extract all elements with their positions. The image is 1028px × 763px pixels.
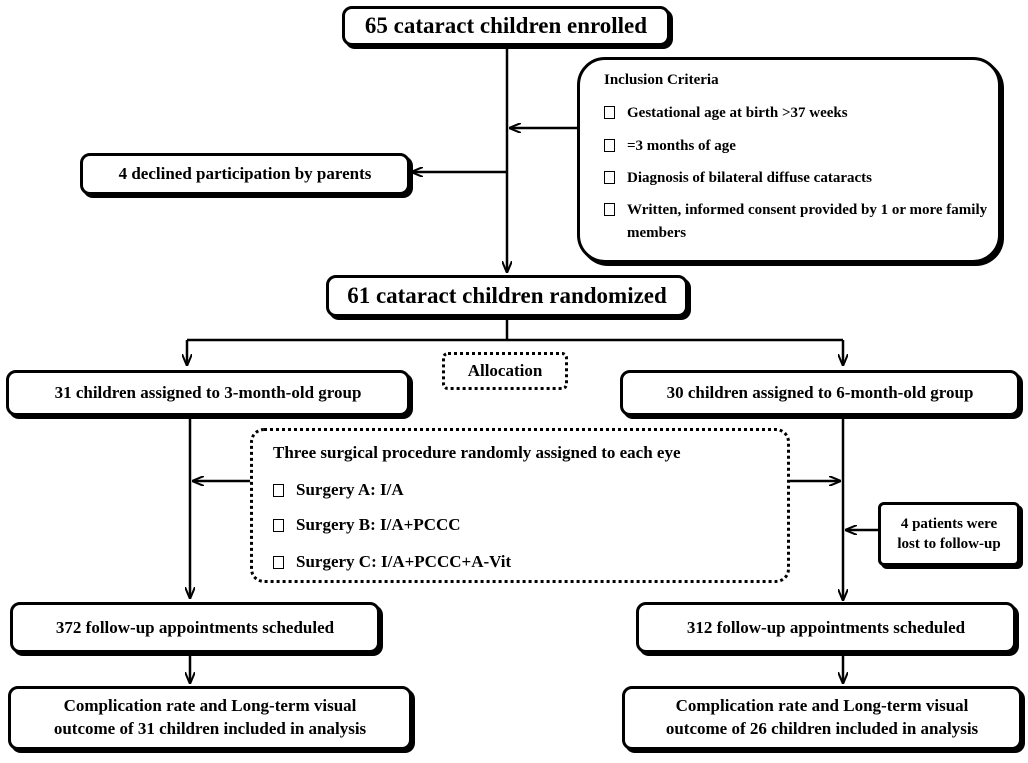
declined-text: 4 declined participation by parents [118, 164, 372, 183]
surgery-assignment-box: Three surgical procedure randomly assign… [250, 428, 790, 583]
criteria-item: =3 months of age [604, 135, 736, 158]
inclusion-criteria-title: Inclusion Criteria [604, 72, 719, 88]
criteria-item: Written, informed consent provided by 1 … [604, 199, 994, 246]
criteria-item: Gestational age at birth >37 weeks [604, 102, 848, 125]
checkbox-icon [273, 518, 284, 532]
surgery-item: Surgery B: I/A+PCCC [273, 515, 461, 535]
group-3-month-text: 31 children assigned to 3-month-old grou… [54, 383, 362, 402]
followup-6-month-box: 312 follow-up appointments scheduled [636, 602, 1016, 653]
outcome-6-month-line-2: outcome of 26 children included in analy… [665, 719, 979, 738]
outcome-6-month-box: Complication rate and Long-term visual o… [622, 686, 1022, 750]
checkbox-icon [604, 203, 615, 216]
followup-3-month-box: 372 follow-up appointments scheduled [10, 602, 380, 653]
outcome-6-month-line-1: Complication rate and Long-term visual [675, 696, 969, 716]
lost-to-followup-box: 4 patients were lost to follow-up [878, 502, 1020, 566]
surgery-title: Three surgical procedure randomly assign… [273, 443, 681, 462]
checkbox-icon [273, 483, 284, 497]
enrolled-text: 65 cataract children enrolled [364, 13, 648, 38]
checkbox-icon [604, 171, 615, 184]
outcome-3-month-line-1: Complication rate and Long-term visual [63, 696, 357, 716]
inclusion-criteria-box: Inclusion Criteria Gestational age at bi… [577, 57, 1001, 263]
outcome-3-month-box: Complication rate and Long-term visual o… [8, 686, 412, 750]
allocation-box: Allocation [442, 352, 568, 390]
enrolled-box: 65 cataract children enrolled [342, 6, 670, 46]
criteria-item: Diagnosis of bilateral diffuse cataracts [604, 167, 872, 190]
randomized-box: 61 cataract children randomized [326, 275, 688, 317]
surgery-item: Surgery C: I/A+PCCC+A-Vit [273, 552, 511, 572]
randomized-text: 61 cataract children randomized [347, 283, 667, 308]
surgery-item: Surgery A: I/A [273, 480, 404, 500]
outcome-3-month-line-2: outcome of 31 children included in analy… [53, 719, 367, 738]
allocation-text: Allocation [467, 361, 543, 380]
lost-line-1: 4 patients were [900, 515, 998, 532]
group-6-month-box: 30 children assigned to 6-month-old grou… [620, 370, 1020, 416]
declined-box: 4 declined participation by parents [80, 153, 410, 195]
group-3-month-box: 31 children assigned to 3-month-old grou… [6, 370, 410, 416]
followup-3-month-text: 372 follow-up appointments scheduled [55, 617, 335, 637]
lost-line-2: lost to follow-up [897, 536, 1001, 552]
checkbox-icon [604, 106, 615, 119]
group-6-month-text: 30 children assigned to 6-month-old grou… [666, 383, 974, 402]
followup-6-month-text: 312 follow-up appointments scheduled [686, 617, 966, 637]
checkbox-icon [273, 555, 284, 569]
checkbox-icon [604, 139, 615, 152]
